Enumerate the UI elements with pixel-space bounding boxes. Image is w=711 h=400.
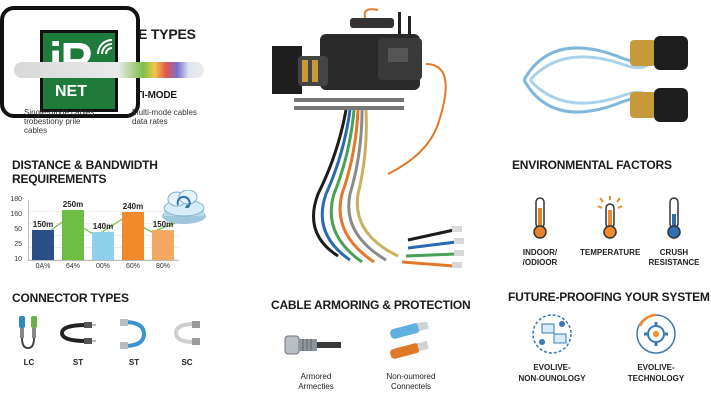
connector-label-st-blue: ST: [128, 358, 140, 367]
bandwidth-bar-chart: 10 25 50 160 180 150m 0A% 250m 64% 140m 00% 240m 60…: [4, 196, 204, 276]
network-evolve-icon: [532, 314, 572, 354]
bar-value-label: 140m: [92, 222, 114, 231]
logo-sub: NET: [55, 83, 87, 100]
fiber-cable-illustration: [14, 62, 204, 78]
armoring-title: CABLE ARMORING & PROTECTION: [271, 298, 471, 312]
y-tick-label: 160: [10, 211, 22, 218]
environment-title: ENVIRONMENTAL FACTORS: [512, 158, 672, 172]
bar: [62, 210, 84, 260]
multi-mode-title: TI-MODE: [136, 90, 177, 101]
thermometer-blue-icon: [667, 197, 681, 239]
y-tick-label: 180: [10, 196, 22, 203]
connector-label-st: ST: [72, 358, 84, 367]
bar: [122, 212, 144, 260]
distance-title-line1: DISTANCE & BANDWIDTH: [12, 158, 158, 172]
gear-evolve-icon: [636, 313, 676, 354]
distance-title: DISTANCE & BANDWIDTH REQUIREMENTS: [12, 158, 158, 186]
future-label-technology: EVOLIVE- TECHNOLOGY: [627, 363, 685, 383]
armored-connector-icon: [284, 335, 341, 355]
bar: [92, 232, 114, 260]
logo-mark: iP: [49, 34, 92, 87]
thermometer-orange-icon: [533, 197, 547, 239]
single-mode-note: Single-mode cables trobestiony prile cab…: [24, 108, 95, 135]
connector-types-title: CONNECTOR TYPES: [12, 291, 129, 305]
armored-label: Armored Armecties: [298, 372, 334, 391]
distance-title-line2: REQUIREMENTS: [12, 172, 107, 186]
fiber-types-title: E TYPES: [138, 26, 196, 42]
cinema-camera-with-fiber-cables: [272, 8, 464, 268]
fiber-patch-cable-illustration: [522, 36, 688, 122]
y-tick-label: 10: [14, 256, 22, 263]
environment-label-temperature: TEMPERATURE: [580, 248, 641, 257]
future-proofing-title: FUTURE-PROOFING YOUR SYSTEM: [508, 290, 710, 304]
multi-mode-note: Multi-mode cables data rates: [132, 108, 197, 126]
x-tick-label: 80%: [155, 263, 170, 270]
bar: [32, 230, 54, 260]
x-tick-label: 60%: [125, 263, 140, 270]
connector-label-sc: SC: [181, 358, 193, 367]
lc-connector-icon: [19, 316, 37, 350]
cloud-router-icon: [162, 190, 206, 224]
st-blue-connector-icon: [120, 319, 147, 349]
non-armored-connector-icon: [390, 322, 429, 359]
bar: [152, 230, 174, 260]
thermometer-sun-icon: [597, 196, 623, 239]
bar-value-label: 250m: [62, 200, 84, 209]
x-tick-label: 00%: [95, 263, 110, 270]
connector-list: LC ST ST SC: [12, 314, 212, 374]
environment-label-crush: CRUSH RESISTANCE: [648, 248, 700, 267]
x-tick-label: 64%: [65, 263, 80, 270]
connector-label-lc: LC: [23, 358, 35, 367]
y-tick-label: 25: [14, 241, 22, 248]
sc-connector-icon: [173, 321, 200, 345]
y-tick-label: 50: [14, 226, 22, 233]
environment-label-indoor: INDOOR/ /ODIOOR: [522, 248, 558, 267]
non-armored-label: Non-oumored Connectels: [386, 372, 436, 391]
future-label-network: EVOLIVE- NON-OUNOLOGY: [518, 363, 586, 383]
bar-value-label: 240m: [122, 202, 144, 211]
bar-value-label: 150m: [32, 220, 54, 229]
x-tick-label: 0A%: [35, 263, 51, 270]
logo-badge: iP NET: [40, 30, 118, 112]
wifi-signal-icon: [97, 39, 113, 55]
st-connector-icon: [59, 322, 96, 344]
bar-value-label: 150m: [152, 220, 174, 229]
